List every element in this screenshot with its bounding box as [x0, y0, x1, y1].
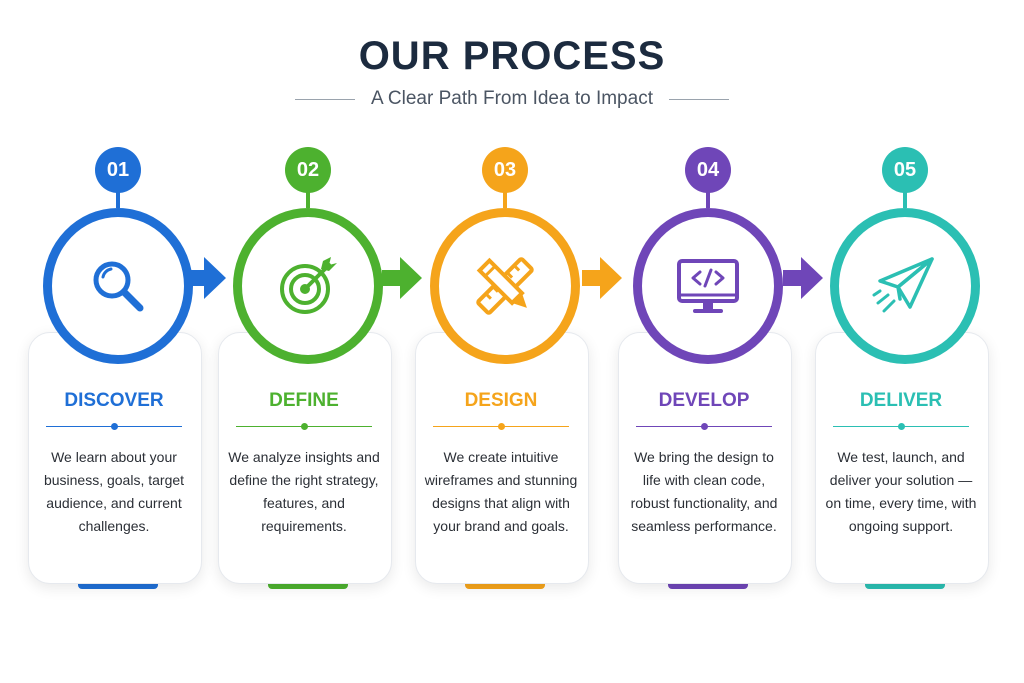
divider-dot [700, 423, 708, 430]
subtitle-rule-left [295, 98, 356, 100]
step-divider [636, 423, 772, 430]
page-title: OUR PROCESS [358, 34, 666, 78]
step-card [28, 332, 202, 584]
step-divider [833, 423, 969, 430]
step-divider [433, 423, 569, 430]
step-card [618, 332, 792, 584]
badge-connector [116, 192, 120, 208]
step-title: DISCOVER [64, 390, 164, 411]
badge-connector [706, 192, 710, 208]
card-accent-bar [668, 582, 748, 589]
search-icon [93, 261, 144, 312]
step-card [415, 332, 589, 584]
step-number-badge: 01 [95, 147, 141, 193]
card-accent-bar [465, 582, 545, 589]
page-subtitle: A Clear Path From Idea to Impact [371, 88, 653, 109]
process-step-define: 02 DEFINE We analyze insights and define… [218, 0, 398, 600]
step-number-badge: 03 [482, 147, 528, 193]
step-title: DEVELOP [658, 390, 750, 411]
step-description: We bring the design to life with clean c… [630, 449, 778, 534]
process-step-design: 03 DESIGN We create intuitive wireframes… [415, 0, 595, 600]
process-step-deliver: 05 DELIVER We test, launch, and deliver … [815, 0, 995, 600]
badge-connector [306, 192, 310, 208]
divider-dot [110, 423, 118, 430]
step-description: We test, launch, and deliver your soluti… [825, 449, 977, 534]
step-description: We analyze insights and define the right… [228, 449, 380, 534]
step-description: We learn about your business, goals, tar… [43, 449, 185, 534]
process-step-develop: 04 DEVELOP We bring the design to life w… [618, 0, 798, 600]
step-card [815, 332, 989, 584]
step-divider [236, 423, 372, 430]
arrow-right-icon [186, 257, 226, 299]
step-icon-ring [430, 208, 580, 364]
step-number-badge: 02 [285, 147, 331, 193]
subtitle-rule-right [668, 98, 729, 100]
pencil-ruler-icon [476, 257, 534, 315]
badge-connector [903, 192, 907, 208]
code-monitor-icon [677, 259, 739, 313]
process-step-discover: 01 DISCOVER We learn about your business… [28, 0, 208, 600]
step-icon-ring [43, 208, 193, 364]
target-icon [280, 257, 337, 314]
badge-connector [503, 192, 507, 208]
arrow-right-icon [582, 257, 622, 299]
arrow-right-icon [382, 257, 422, 299]
subtitle-row: A Clear Path From Idea to Impact [0, 86, 1024, 112]
step-title: DEFINE [269, 390, 339, 411]
step-divider [46, 423, 182, 430]
step-number-badge: 05 [882, 147, 928, 193]
card-accent-bar [865, 582, 945, 589]
step-icon-ring [830, 208, 980, 364]
arrow-right-icon [783, 257, 823, 299]
step-title: DELIVER [859, 390, 943, 411]
step-number-badge: 04 [685, 147, 731, 193]
step-icon-ring [233, 208, 383, 364]
card-accent-bar [78, 582, 158, 589]
divider-dot [897, 423, 905, 430]
divider-dot [497, 423, 505, 430]
divider-dot [300, 423, 308, 430]
step-title: DESIGN [464, 390, 538, 411]
step-description: We create intuitive wireframes and stunn… [424, 449, 578, 534]
card-accent-bar [268, 582, 348, 589]
paper-plane-icon [872, 257, 934, 313]
step-card [218, 332, 392, 584]
step-icon-ring [633, 208, 783, 364]
